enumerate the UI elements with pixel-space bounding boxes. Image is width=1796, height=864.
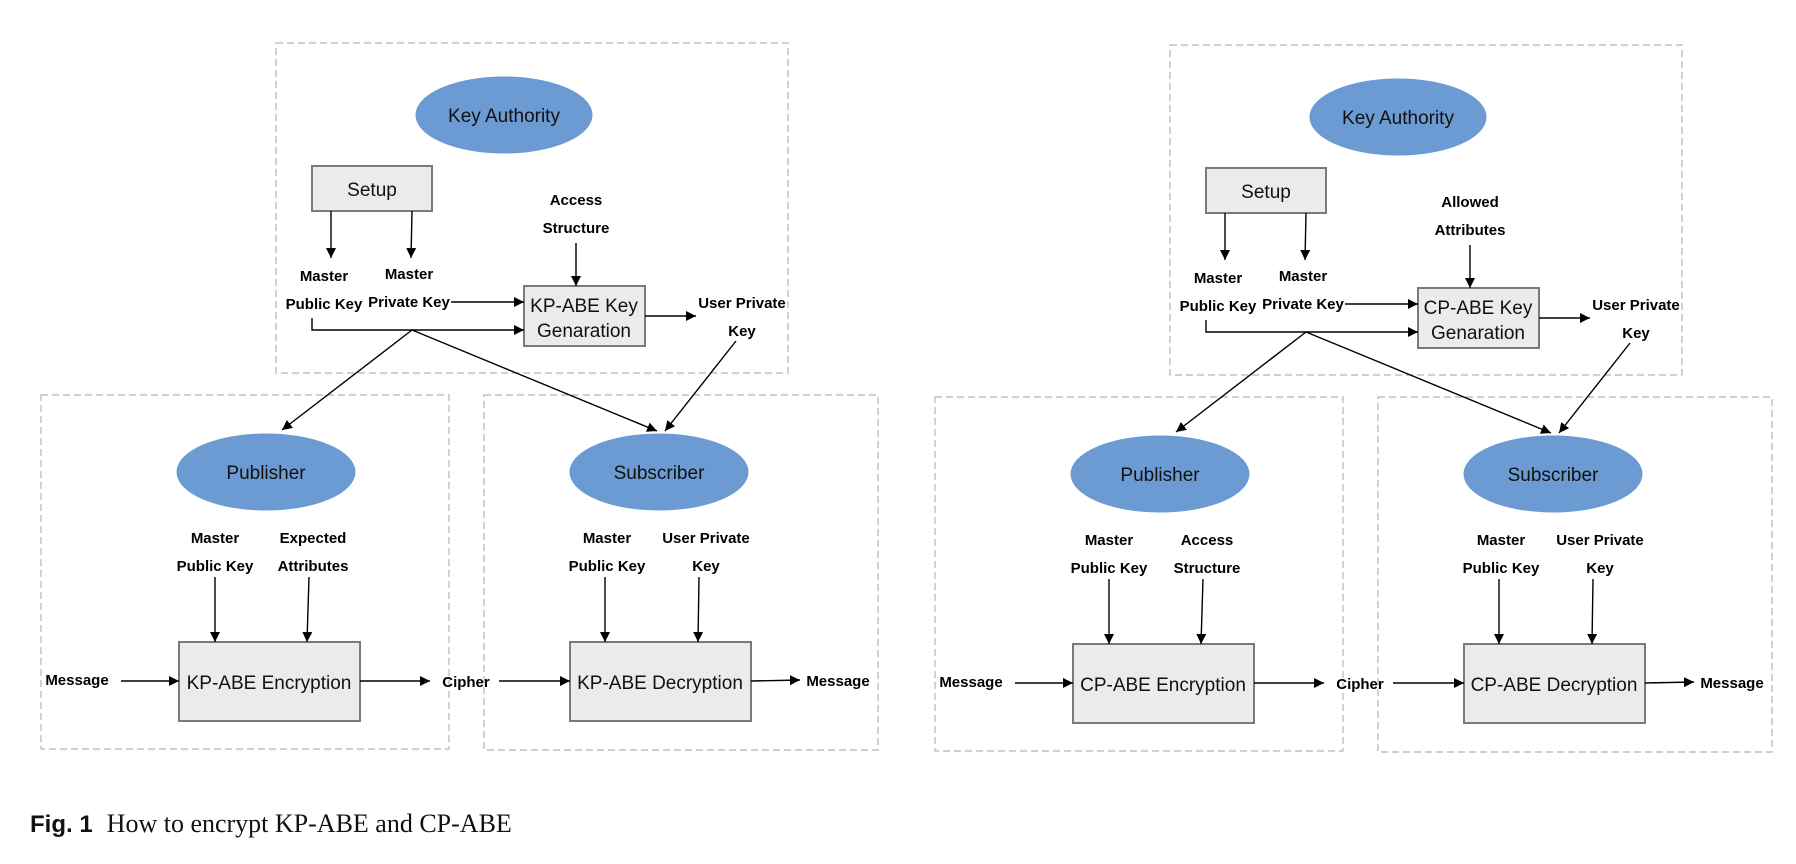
abe-diagram: Key Authority Setup Access Structure Mas… [40,42,1773,753]
cp-access-to-enc-arrow [1196,578,1207,645]
kp-pub-master-public-key-label-2: Public Key [177,558,254,575]
cp-access-structure-label-1: Access [1181,532,1234,549]
kp-user-private-key-label-2: Key [728,323,756,340]
kp-master-private-key-label-2: Private Key [368,294,450,311]
cp-access-structure-label-2: Structure [1174,560,1241,577]
kp-expected-attributes-label-1: Expected [280,530,347,547]
kp-keygen-label-2: Genaration [537,321,631,342]
kp-sub-upk-to-dec-arrow [693,576,704,643]
kp-key-authority-label: Key Authority [448,106,560,127]
cp-encryption-box [1072,643,1255,724]
kp-master-private-key-label-1: Master [385,266,434,283]
cp-encryption-label: CP-ABE Encryption [1080,675,1246,696]
cp-setup-box [1205,167,1327,214]
cp-mpk-to-publisher-arrow [1175,331,1307,433]
kp-message-out-label: Message [806,673,869,690]
cp-keygen-label-2: Genaration [1431,323,1525,344]
kp-publisher-entity [176,433,356,511]
cp-pub-master-public-key-label-1: Master [1085,532,1134,549]
kp-expected-attributes-label-2: Attributes [278,558,349,575]
kp-decryption-label: KP-ABE Decryption [577,673,743,694]
cp-message-out-label: Message [1700,675,1763,692]
kp-attr-to-enc-arrow [302,576,313,643]
kp-encryption-box [178,641,361,722]
kp-message-in-label: Message [45,672,108,689]
kp-dec-to-message-arrow [750,675,801,686]
cp-keygen-box [1417,287,1540,349]
kp-master-public-key-label-2: Public Key [286,296,363,313]
kp-mpk-to-subscriber-arrow [411,329,658,432]
cp-sub-upk-to-dec-arrow [1587,578,1598,645]
kp-sub-master-public-key-label-2: Public Key [569,558,646,575]
cp-subscriber-entity [1463,435,1643,513]
kp-sub-user-private-key-label-1: User Private [662,530,750,547]
cp-key-authority-entity [1309,78,1487,156]
figure-label: Fig. 1 [30,811,93,838]
cp-key-authority-section [1169,44,1683,376]
cp-master-private-key-label-2: Private Key [1262,296,1344,313]
cp-master-public-key-label-1: Master [1194,270,1243,287]
kp-sub-user-private-key-label-2: Key [692,558,720,575]
cp-setup-label: Setup [1241,182,1291,203]
kp-decryption-box [569,641,752,722]
kp-subscriber-section [483,394,879,751]
cp-pub-master-public-key-label-2: Public Key [1071,560,1148,577]
kp-cipher-label: Cipher [442,674,490,691]
kp-subscriber-entity [569,433,749,511]
cp-sub-master-public-key-label-1: Master [1477,532,1526,549]
kp-subscriber-label: Subscriber [614,463,705,484]
figure-caption: Fig. 1 How to encrypt KP-ABE and CP-ABE [30,808,512,839]
cp-mpk-to-keygen-arrow [1205,320,1418,337]
cp-master-public-key-label-2: Public Key [1180,298,1257,315]
cp-upk-to-subscriber-arrow [1558,342,1631,434]
cp-sub-master-public-key-label-2: Public Key [1463,560,1540,577]
kp-publisher-section [40,394,450,750]
cp-publisher-label: Publisher [1120,465,1200,486]
kp-access-structure-label-2: Structure [543,220,610,237]
kp-mpk-to-keygen-arrow [311,318,524,335]
kp-key-authority-section [275,42,789,374]
cp-allowed-attributes-label-2: Attributes [1435,222,1506,239]
cp-decryption-box [1463,643,1646,724]
kp-setup-box [311,165,433,212]
cp-sub-user-private-key-label-2: Key [1586,560,1614,577]
cp-sub-user-private-key-label-1: User Private [1556,532,1644,549]
cp-subscriber-section [1377,396,1773,753]
cp-keygen-label-1: CP-ABE Key [1424,298,1533,319]
kp-setup-label: Setup [347,180,397,201]
cp-dec-to-message-arrow [1644,677,1695,688]
cp-allowed-attributes-label-1: Allowed [1441,194,1499,211]
kp-abe-scheme: Key Authority Setup Access Structure Mas… [40,42,879,751]
kp-pub-master-public-key-label-1: Master [191,530,240,547]
cp-message-in-label: Message [939,674,1002,691]
kp-master-public-key-label-1: Master [300,268,349,285]
kp-upk-to-subscriber-arrow [664,340,737,432]
cp-user-private-key-label-2: Key [1622,325,1650,342]
cp-mpk-to-subscriber-arrow [1305,331,1552,434]
figure-caption-text: How to encrypt KP-ABE and CP-ABE [106,809,512,838]
cp-abe-scheme: Key Authority Setup Allowed Attributes M… [934,44,1773,753]
kp-mpk-to-publisher-arrow [281,329,413,431]
kp-publisher-label: Publisher [226,463,306,484]
cp-setup-to-msk-arrow [1300,212,1311,261]
cp-publisher-entity [1070,435,1250,513]
kp-encryption-label: KP-ABE Encryption [187,673,352,694]
cp-key-authority-label: Key Authority [1342,108,1454,129]
kp-setup-to-msk-arrow [406,210,417,259]
kp-key-authority-entity [415,76,593,154]
cp-publisher-section [934,396,1344,752]
cp-master-private-key-label-1: Master [1279,268,1328,285]
kp-sub-master-public-key-label-1: Master [583,530,632,547]
cp-user-private-key-label-1: User Private [1592,297,1680,314]
cp-decryption-label: CP-ABE Decryption [1471,675,1638,696]
kp-access-structure-label-1: Access [550,192,603,209]
cp-subscriber-label: Subscriber [1508,465,1599,486]
cp-cipher-label: Cipher [1336,676,1384,693]
kp-keygen-label-1: KP-ABE Key [530,296,638,317]
kp-user-private-key-label-1: User Private [698,295,786,312]
